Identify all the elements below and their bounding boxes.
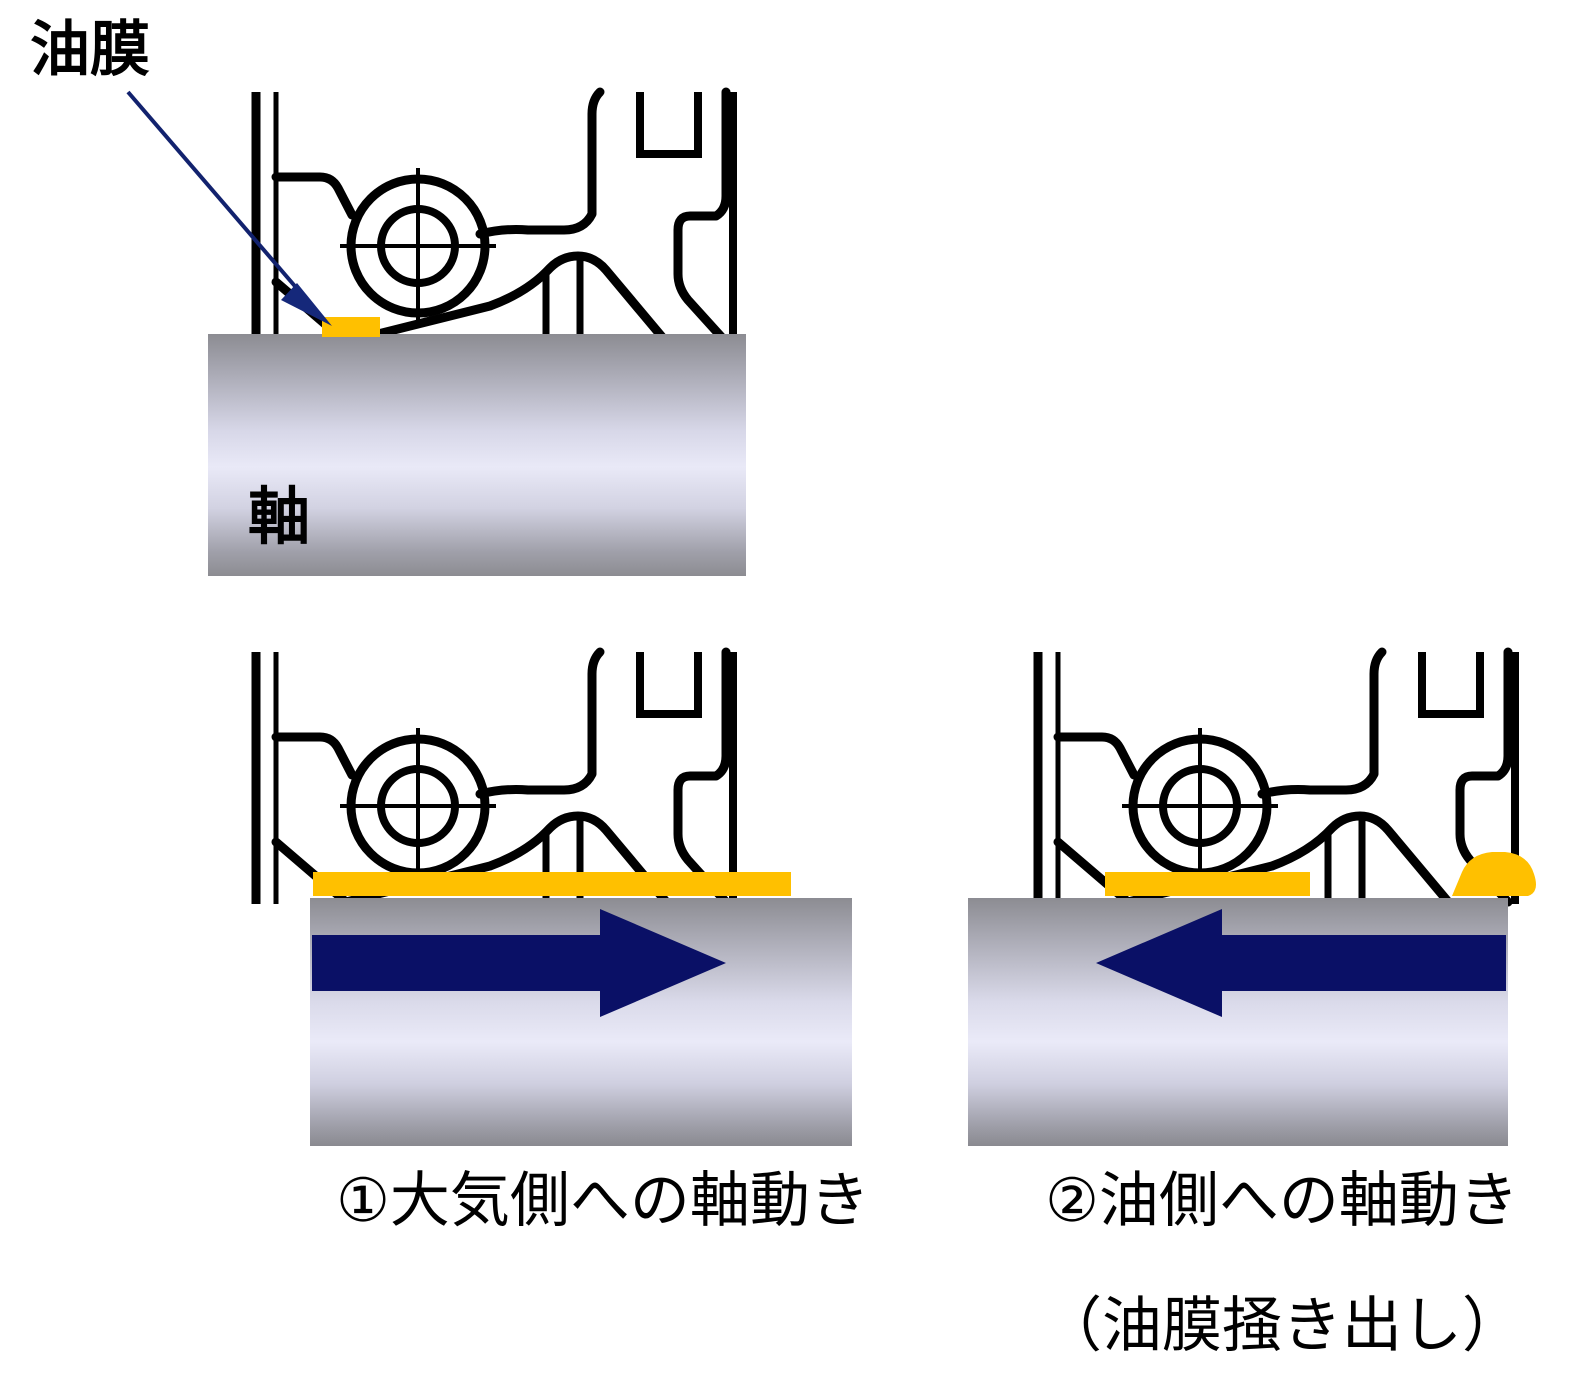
- shaft-motion-arrow-left: [1096, 909, 1506, 1017]
- oil-film-patch-top: [322, 317, 380, 337]
- oil-film-band-case2: [1105, 872, 1310, 896]
- caption-case1: ①大気側への軸動き: [336, 1167, 870, 1234]
- panel-case1: [256, 652, 852, 1146]
- oil-film-band-case1: [313, 872, 791, 896]
- panel-case2: [968, 652, 1536, 1146]
- oil-seal-cross-section-case2: [1038, 652, 1515, 904]
- oil-seal-cross-section-case1: [256, 652, 733, 904]
- panel-top: [126, 90, 746, 576]
- shaft-motion-arrow-right: [312, 909, 726, 1017]
- caption-case2-line1: ②油側への軸動き: [1045, 1167, 1519, 1234]
- scraped-oil-blob-case2: [1452, 852, 1536, 896]
- caption-case2-line2: （油膜掻き出し）: [1042, 1292, 1522, 1359]
- oil-film-callout-label: 油膜: [30, 16, 150, 83]
- shaft-case2: [968, 898, 1508, 1146]
- oil-film-callout-arrow: [126, 90, 332, 326]
- oil-seal-cross-section-top: [256, 92, 733, 344]
- shaft-label-top: 軸: [248, 483, 311, 552]
- shaft-case1: [310, 898, 852, 1146]
